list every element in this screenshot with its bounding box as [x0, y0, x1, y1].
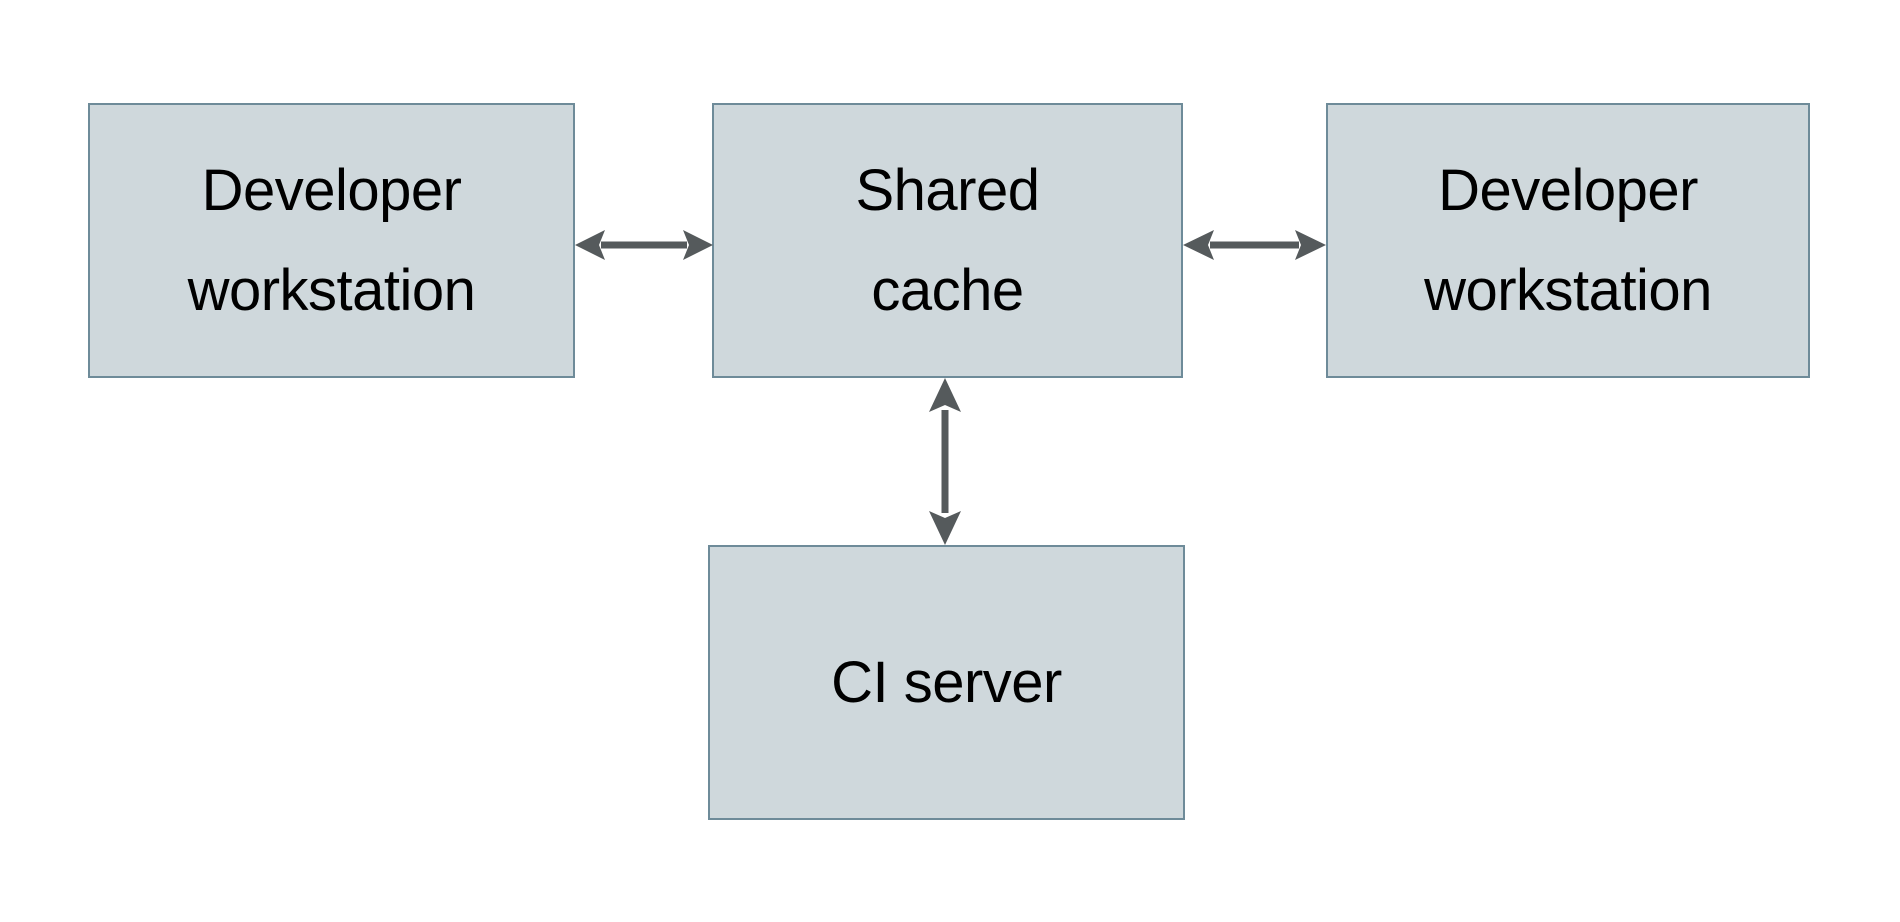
- edge-left-workstation-shared-cache-arrow: [575, 230, 713, 260]
- node-label-ci-server: CI server: [831, 649, 1062, 715]
- node-shared-cache[interactable]: Shared cache: [712, 103, 1183, 378]
- edge-shared-cache-right-workstation-arrow: [1183, 230, 1326, 260]
- node-label-shared-cache: Shared cache: [855, 157, 1040, 323]
- node-dev-workstation-right[interactable]: Developer workstation: [1326, 103, 1810, 378]
- node-label-dev-workstation-right: Developer workstation: [1424, 157, 1712, 323]
- node-ci-server[interactable]: CI server: [708, 545, 1185, 820]
- node-dev-workstation-left[interactable]: Developer workstation: [88, 103, 575, 378]
- edge-shared-cache-ci-server-arrow: [929, 378, 961, 545]
- node-label-dev-workstation-left: Developer workstation: [187, 157, 476, 323]
